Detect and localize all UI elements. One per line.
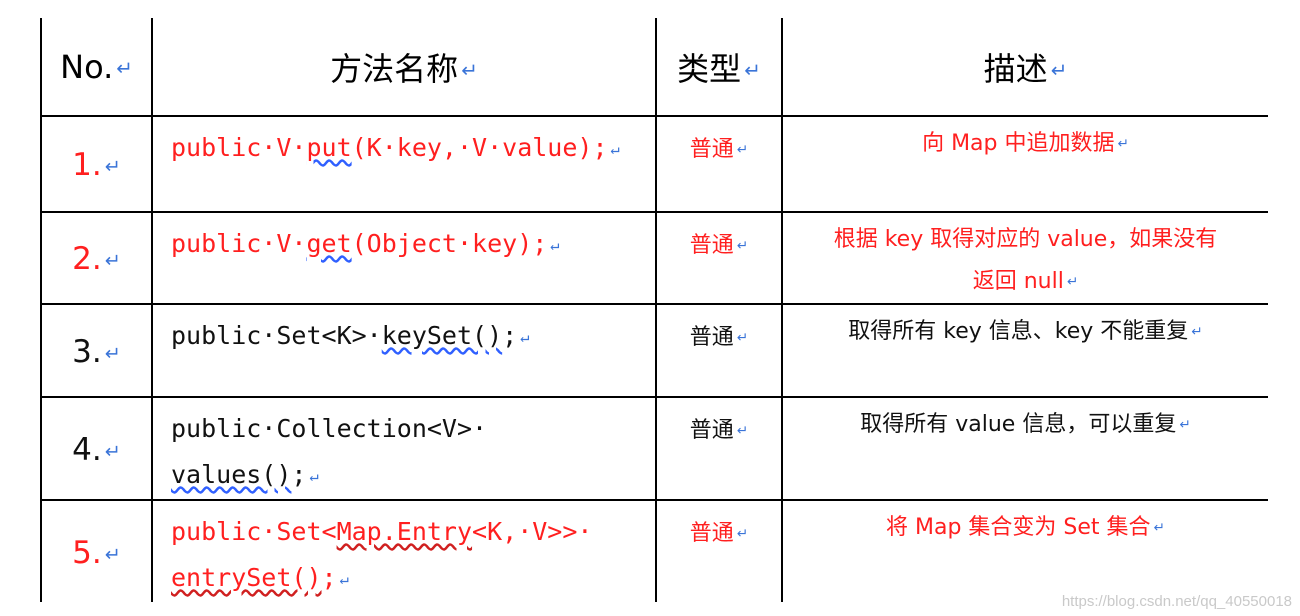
header-method: 方法名称↵ xyxy=(152,18,657,117)
watermark: https://blog.csdn.net/qq_40550018 xyxy=(1061,593,1292,610)
method-signature: public·V·get(Object·key);↵ xyxy=(152,212,657,305)
method-description: 取得所有 value 信息，可以重复↵ xyxy=(782,397,1268,501)
method-name: put xyxy=(306,133,352,162)
header-desc: 描述↵ xyxy=(782,18,1268,117)
header-type: 类型↵ xyxy=(656,18,783,117)
method-signature: public·V·put(K·key,·V·value);↵ xyxy=(152,116,657,213)
header-no: No.↵ xyxy=(40,18,153,117)
return-mark-icon: ↵ xyxy=(1191,324,1203,340)
table-row: 4.↵ public·Collection<V>·values();↵ 普通↵ … xyxy=(40,397,1268,501)
method-description: 向 Map 中追加数据↵ xyxy=(782,116,1268,213)
return-mark-icon: ↵ xyxy=(309,467,319,485)
method-name: get xyxy=(306,229,352,258)
method-signature: public·Set<K>·keySet();↵ xyxy=(152,304,657,398)
method-signature: public·Set<Map.Entry<K,·V>>·entrySet();↵ xyxy=(152,500,657,602)
return-mark-icon: ↵ xyxy=(339,570,349,588)
return-mark-icon: ↵ xyxy=(736,526,749,542)
return-mark-icon: ↵ xyxy=(116,57,133,80)
return-mark-icon: ↵ xyxy=(610,140,620,158)
return-mark-icon: ↵ xyxy=(1066,274,1079,290)
return-mark-icon: ↵ xyxy=(104,439,121,463)
return-mark-icon: ↵ xyxy=(550,236,560,254)
method-name: entrySet() xyxy=(171,563,322,592)
method-type: 普通↵ xyxy=(656,304,783,398)
method-description: 取得所有 key 信息、key 不能重复↵ xyxy=(782,304,1268,398)
row-number: 1.↵ xyxy=(40,116,153,213)
return-mark-icon: ↵ xyxy=(736,330,749,346)
row-number: 2.↵ xyxy=(40,212,153,305)
table-row: 1.↵ public·V·put(K·key,·V·value);↵ 普通↵ 向… xyxy=(40,116,1268,213)
return-mark-icon: ↵ xyxy=(1179,417,1191,433)
row-number: 3.↵ xyxy=(40,304,153,398)
method-name: values() xyxy=(171,460,292,489)
method-type: 普通↵ xyxy=(656,116,783,213)
return-mark-icon: ↵ xyxy=(104,542,121,566)
methods-table: No.↵ 方法名称↵ 类型↵ 描述↵ 1.↵ public·V·put(K·ke… xyxy=(40,18,1268,602)
method-description: 根据 key 取得对应的 value，如果没有返回 null↵ xyxy=(782,212,1268,305)
return-mark-icon: ↵ xyxy=(1153,520,1165,536)
return-mark-icon: ↵ xyxy=(736,238,749,254)
method-type: 普通↵ xyxy=(656,397,783,501)
class-name: Map.Entry xyxy=(336,517,473,546)
return-mark-icon: ↵ xyxy=(1050,59,1068,82)
return-mark-icon: ↵ xyxy=(104,155,121,178)
return-mark-icon: ↵ xyxy=(744,59,761,82)
return-mark-icon: ↵ xyxy=(736,142,749,158)
method-description: 将 Map 集合变为 Set 集合↵ xyxy=(886,515,1165,540)
return-mark-icon: ↵ xyxy=(736,423,749,439)
method-type: 普通↵ xyxy=(656,500,783,602)
row-number: 5.↵ xyxy=(40,500,153,602)
return-mark-icon: ↵ xyxy=(1117,136,1129,152)
method-type: 普通↵ xyxy=(656,212,783,305)
table-row: 3.↵ public·Set<K>·keySet();↵ 普通↵ 取得所有 ke… xyxy=(40,304,1268,398)
header-row: No.↵ 方法名称↵ 类型↵ 描述↵ xyxy=(40,18,1268,117)
method-signature: public·Collection<V>·values();↵ xyxy=(152,397,657,501)
return-mark-icon: ↵ xyxy=(461,59,478,82)
return-mark-icon: ↵ xyxy=(104,249,121,272)
row-number: 4.↵ xyxy=(40,397,153,501)
table-row: 2.↵ public·V·get(Object·key);↵ 普通↵ 根据 ke… xyxy=(40,212,1268,305)
return-mark-icon: ↵ xyxy=(520,328,530,346)
table-row: 5.↵ public·Set<Map.Entry<K,·V>>·entrySet… xyxy=(40,500,1268,602)
return-mark-icon: ↵ xyxy=(104,341,121,365)
method-name: keySet() xyxy=(381,321,503,350)
